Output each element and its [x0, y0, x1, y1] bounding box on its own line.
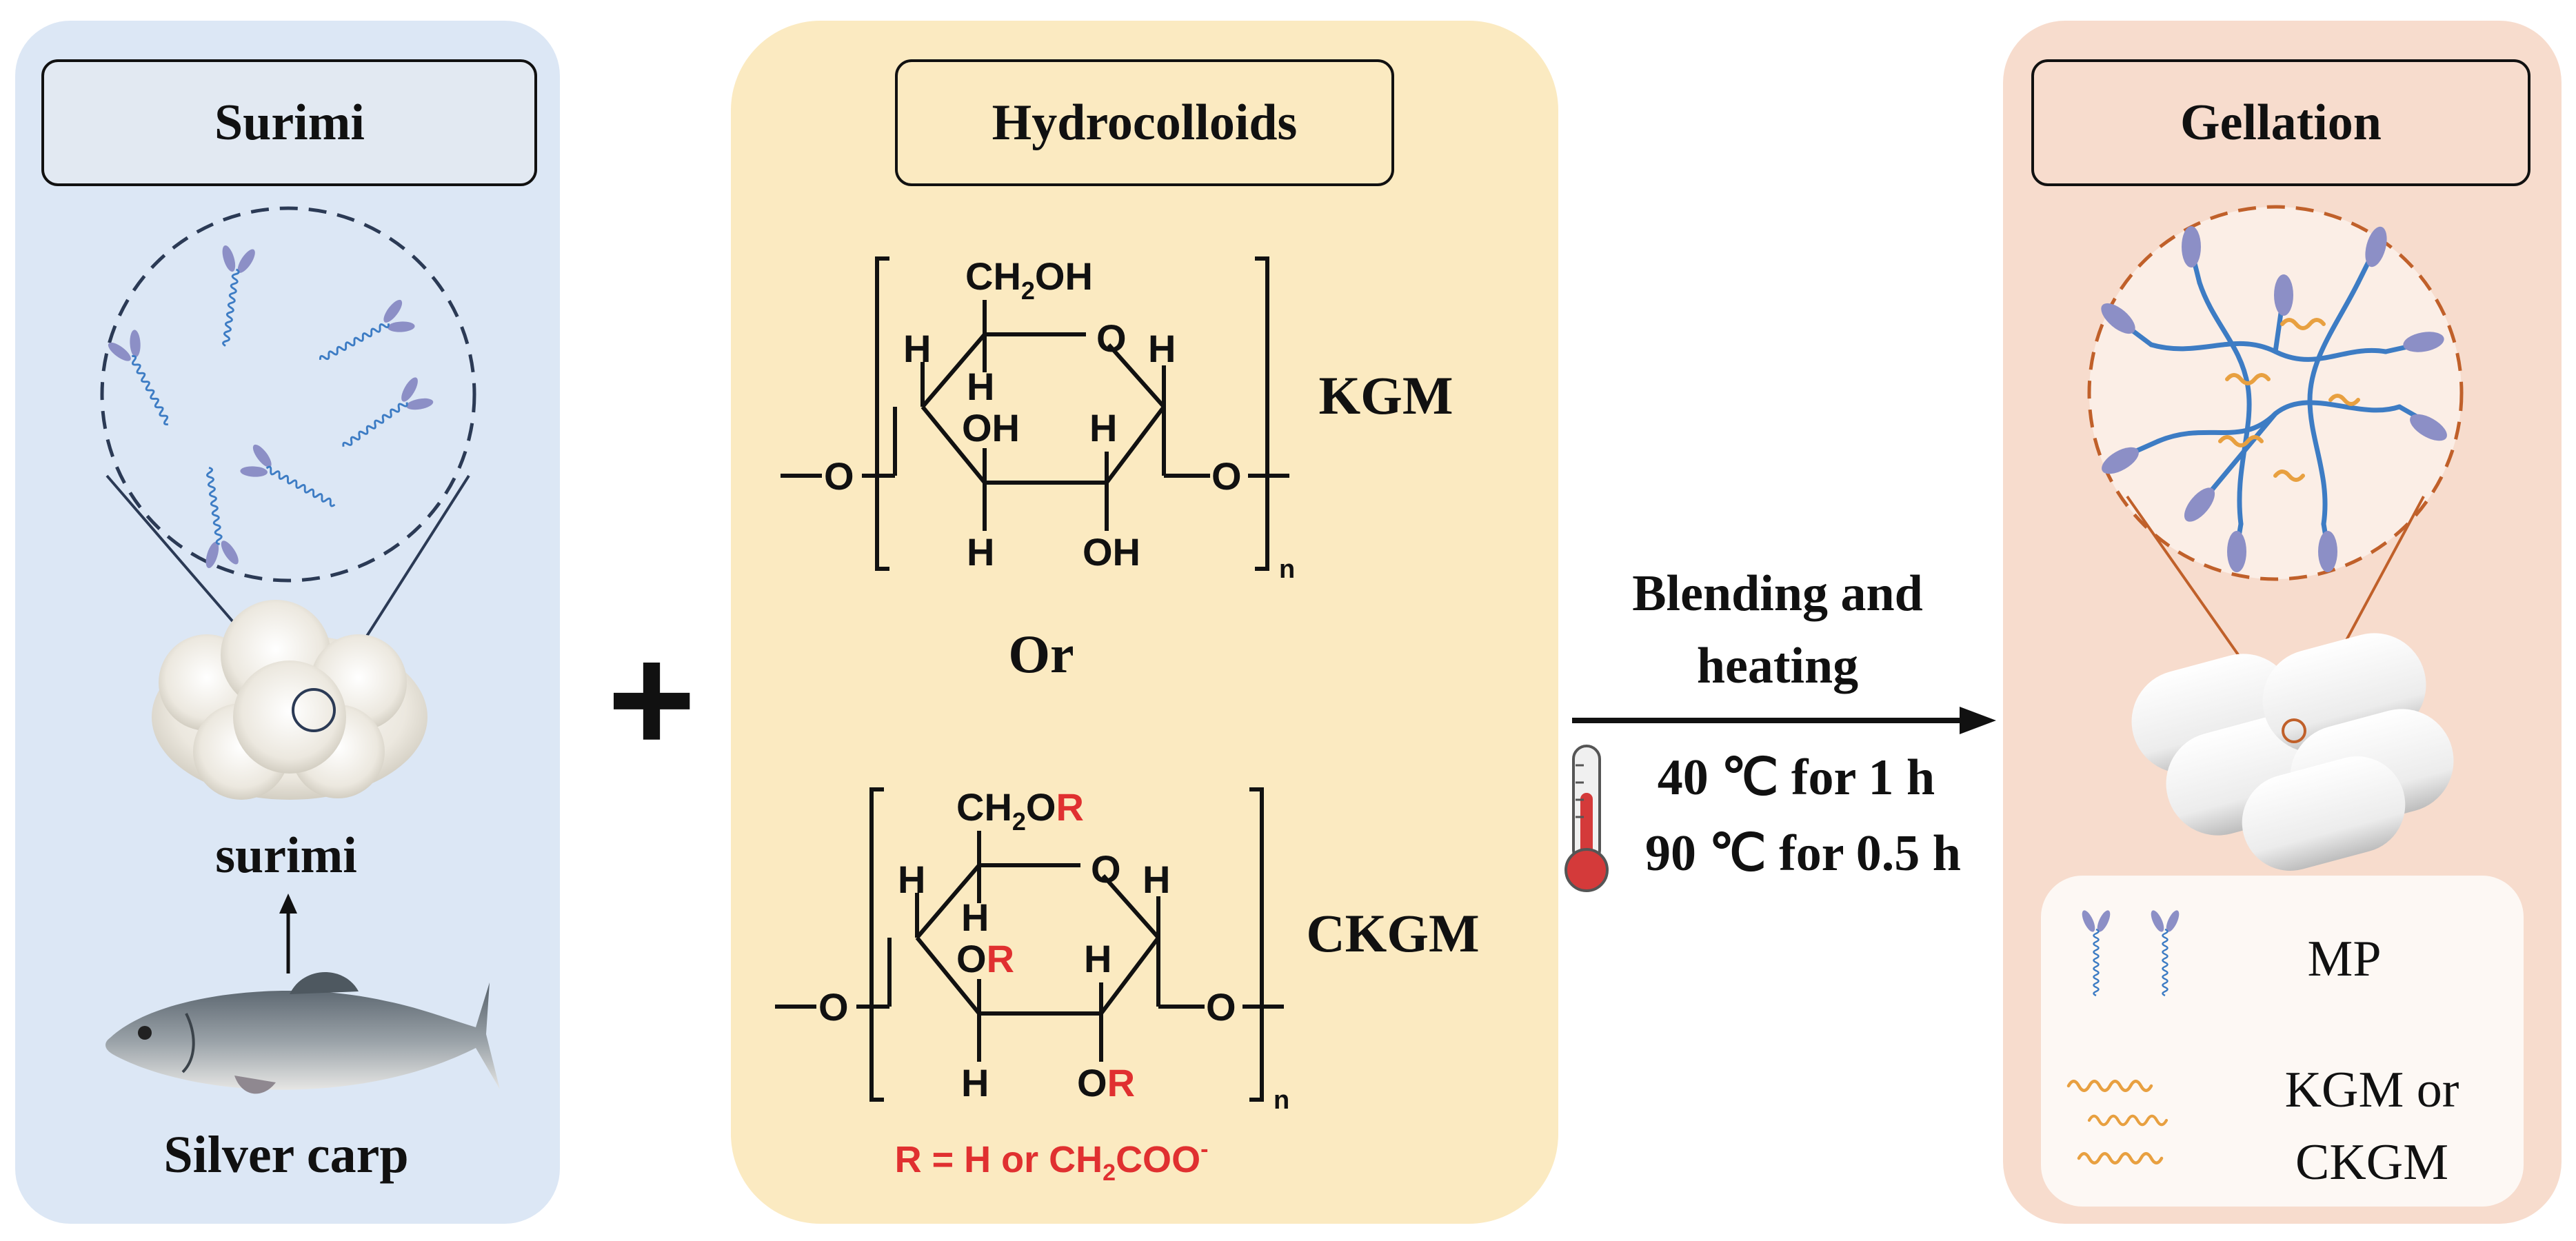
process-label-line1: Blending and	[1632, 565, 1923, 622]
legend-kgm-label-line2: CKGM	[2295, 1134, 2448, 1191]
ckgm-label: CKGM	[1306, 903, 1479, 963]
legend-kgm-label-line1: KGM or	[2285, 1062, 2459, 1118]
kgm-subscript: n	[1279, 555, 1295, 584]
ckgm-atoms: CH2OR O H H H OR H H OR O O n	[818, 785, 1289, 1115]
or-text: Or	[1008, 624, 1074, 684]
legend-mp-label: MP	[2308, 931, 2382, 987]
sausage-gel-image	[2131, 633, 2454, 871]
svg-text:H: H	[961, 1061, 989, 1104]
kgm-atoms: CH2OH O H H H OH H H OH O O n	[824, 254, 1295, 584]
svg-text:O: O	[1211, 454, 1242, 498]
gel-kgm-strands	[2218, 318, 2360, 482]
ckgm-subscript: n	[1274, 1086, 1289, 1115]
process-step2: 90 ℃ for 0.5 h	[1645, 825, 1961, 882]
surimi-title: Surimi	[214, 94, 365, 151]
gelation-title: Gellation	[2180, 94, 2382, 151]
svg-text:H: H	[1148, 327, 1176, 370]
svg-text:O: O	[824, 454, 854, 498]
svg-text:H: H	[898, 858, 925, 901]
gel-heads	[2101, 226, 2447, 572]
surimi-image	[152, 600, 427, 800]
gelation-title-box	[2031, 59, 2530, 186]
svg-text:H: H	[967, 365, 994, 408]
surimi-title-box	[41, 59, 537, 186]
arrow-up-icon	[279, 894, 297, 973]
fish-illustration	[105, 971, 500, 1094]
svg-text:H: H	[1084, 937, 1111, 980]
r-definition: R = H or CH2COO-	[895, 1136, 1209, 1186]
gel-network	[2121, 252, 2426, 547]
hydrocolloids-title-box	[895, 59, 1394, 186]
fish-label: Silver carp	[163, 1126, 408, 1184]
svg-text:H: H	[1089, 406, 1117, 450]
ckgm-structure	[775, 787, 1284, 1102]
hydrocolloids-title: Hydrocolloids	[992, 94, 1298, 151]
thermometer-icon	[1564, 745, 1609, 892]
svg-text:OH: OH	[1083, 530, 1140, 574]
svg-text:OR: OR	[1077, 1061, 1135, 1104]
svg-text:O: O	[1091, 847, 1121, 891]
svg-text:H: H	[967, 530, 994, 574]
svg-text:H: H	[961, 896, 989, 939]
surimi-product-label: surimi	[215, 827, 357, 884]
svg-text:O: O	[1096, 316, 1127, 360]
arrow-right-icon	[1572, 707, 1996, 734]
svg-text:H: H	[903, 327, 931, 370]
surimi-zoom-circle	[100, 206, 476, 583]
gel-zoom-circle	[2087, 205, 2464, 581]
svg-text:OH: OH	[962, 406, 1020, 450]
svg-text:OR: OR	[956, 937, 1014, 980]
process-step1: 40 ℃ for 1 h	[1658, 749, 1935, 806]
plus-sign: +	[607, 614, 696, 784]
gel-legend-box	[2041, 876, 2524, 1207]
kgm-structure	[781, 256, 1289, 571]
process-label-line2: heating	[1697, 638, 1858, 694]
svg-text:O: O	[1206, 985, 1236, 1029]
svg-text:CH2OR: CH2OR	[956, 785, 1084, 836]
kgm-label: KGM	[1319, 365, 1453, 425]
svg-text:O: O	[818, 985, 849, 1029]
hydrocolloids-panel	[731, 21, 1558, 1224]
svg-text:H: H	[1143, 858, 1170, 901]
